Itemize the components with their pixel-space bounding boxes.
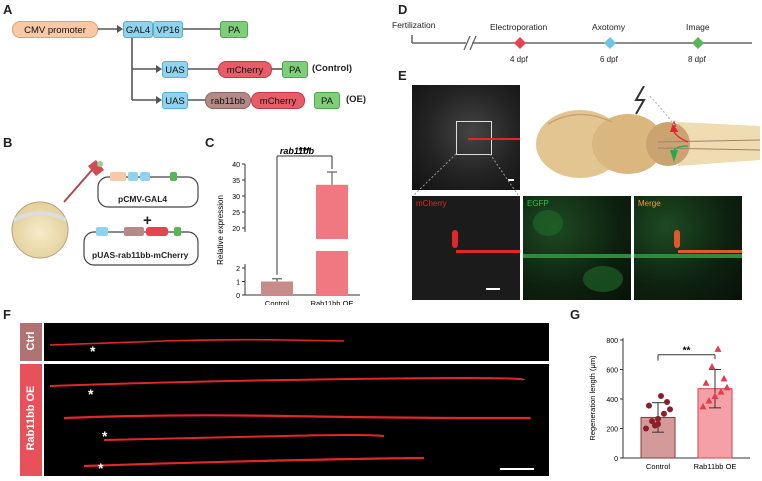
uas-box-2: UAS xyxy=(162,92,188,109)
label-image: Image xyxy=(686,22,710,32)
chart-g-tick-label: 800 xyxy=(606,338,618,345)
chart-g-tick-label: 400 xyxy=(606,397,618,404)
chart-regeneration-length: Regeneration length (μm) 0 200 400 600 800Con… xyxy=(588,338,750,471)
zoom-lines xyxy=(413,153,519,196)
chart-g-point-oe xyxy=(717,388,725,395)
panel-label-f: F xyxy=(3,307,11,322)
label-8dpf: 8 dpf xyxy=(688,55,706,64)
egfp-channel-image xyxy=(523,196,631,300)
chart-c-significance: *** xyxy=(299,146,311,157)
timeline xyxy=(411,35,752,51)
ctrl-axon-image: * xyxy=(44,323,549,361)
chart-c-ylabel: Relative expression xyxy=(216,195,225,265)
chart-g-point-control xyxy=(655,415,661,422)
chart-c-bar xyxy=(261,281,293,295)
pa-box-1: PA xyxy=(220,21,248,38)
plasmid-puas: pUAS-rab11bb-mCherry xyxy=(92,250,189,260)
oe-label: (OE) xyxy=(346,94,367,105)
plus-sign: + xyxy=(143,212,152,229)
panel-label-a: A xyxy=(3,2,13,17)
chart-c-tick-label: 1 xyxy=(236,280,240,287)
axon-overview xyxy=(468,138,520,140)
panel-label-c: C xyxy=(205,135,215,150)
merge-channel-image xyxy=(634,196,742,300)
panel-label-d: D xyxy=(398,2,408,17)
chart-g-category: Control xyxy=(646,462,671,471)
chart-c-category: Control xyxy=(265,299,290,305)
chart-g-significance: ** xyxy=(683,345,691,356)
chart-g-tick-label: 0 xyxy=(614,456,618,463)
pa-box-2: PA xyxy=(282,61,308,78)
label-axotomy: Axotomy xyxy=(592,22,626,32)
chart-c-tick-label: 20 xyxy=(232,226,240,233)
chart-c-title: rab11bb xyxy=(280,146,315,156)
scale-bar-f xyxy=(500,468,534,470)
chart-c-tick-label: 35 xyxy=(232,178,240,185)
vp16-box: VP16 xyxy=(153,21,183,38)
larva-overview-image xyxy=(412,85,520,190)
panel-label-e: E xyxy=(398,68,407,83)
mcherry-channel-image xyxy=(412,196,520,300)
pa-box-3: PA xyxy=(314,92,340,109)
injection-schematic xyxy=(11,160,199,266)
chart-g-point-control xyxy=(667,406,673,413)
chart-g-point-oe xyxy=(720,374,728,382)
chart-g-point-oe xyxy=(711,392,719,400)
scale-bar-overview xyxy=(508,179,514,181)
chart-g-ylabel: Regeneration length (μm) xyxy=(588,355,597,441)
rab11bb-box: rab11bb xyxy=(205,92,251,109)
chart-g-point-control xyxy=(655,421,661,428)
panel-label-b: B xyxy=(3,135,13,150)
label-mcherry-channel: mCherry xyxy=(416,199,447,208)
oe-axon-image: * * * xyxy=(44,364,549,476)
chart-g-point-oe xyxy=(708,363,716,370)
label-egfp-channel: EGFP xyxy=(527,199,549,208)
mcherry-box-2: mCherry xyxy=(251,92,305,109)
construct-connectors xyxy=(98,25,282,104)
chart-c-tick-label: 25 xyxy=(232,210,240,217)
scale-bar-e xyxy=(486,288,500,290)
chart-c-tick-label: 30 xyxy=(232,194,240,201)
chart-g-point-oe xyxy=(699,402,707,410)
panel-label-g: G xyxy=(570,307,581,322)
brain-schematic xyxy=(536,86,760,178)
chart-g-point-oe xyxy=(714,345,722,352)
chart-g-point-oe xyxy=(705,396,713,404)
chart-g-point-control xyxy=(664,398,670,405)
chart-c-axis-break xyxy=(246,239,366,251)
chart-g-point-control xyxy=(649,418,655,425)
label-fertilization: Fertilization xyxy=(392,20,436,30)
chart-g-category: Rab11bb OE xyxy=(694,462,737,471)
chart-g-point-control xyxy=(661,410,667,417)
mcherry-box-1: mCherry xyxy=(218,61,272,78)
label-electroporation: Electroporation xyxy=(490,22,548,32)
chart-c-tick-label: 2 xyxy=(236,266,240,273)
chart-g-tick-label: 200 xyxy=(606,427,618,434)
cmv-promoter: CMV promoter xyxy=(12,21,98,38)
label-4dpf: 4 dpf xyxy=(510,55,528,64)
label-6dpf: 6 dpf xyxy=(600,55,618,64)
label-merge-channel: Merge xyxy=(638,199,661,208)
chart-c-tick-label: 0 xyxy=(236,293,240,300)
chart-g-point-oe xyxy=(702,379,710,386)
control-label: (Control) xyxy=(312,63,353,74)
chart-g-point-control xyxy=(658,393,664,400)
chart-g-point-control xyxy=(643,425,649,432)
oe-side-label: Rab11bb OE xyxy=(20,364,42,476)
ctrl-side-label: Ctrl xyxy=(20,323,42,361)
uas-box-1: UAS xyxy=(162,61,188,78)
plasmid-pcmv-gal4: pCMV-GAL4 xyxy=(118,194,168,204)
chart-g-point-control xyxy=(646,402,652,409)
chart-c-category: Rab11bb OE xyxy=(311,299,354,305)
chart-c-tick-label: 40 xyxy=(232,162,240,169)
gal4-box: GAL4 xyxy=(123,21,153,38)
chart-g-tick-label: 600 xyxy=(606,368,618,375)
chart-g-point-oe xyxy=(723,383,731,391)
